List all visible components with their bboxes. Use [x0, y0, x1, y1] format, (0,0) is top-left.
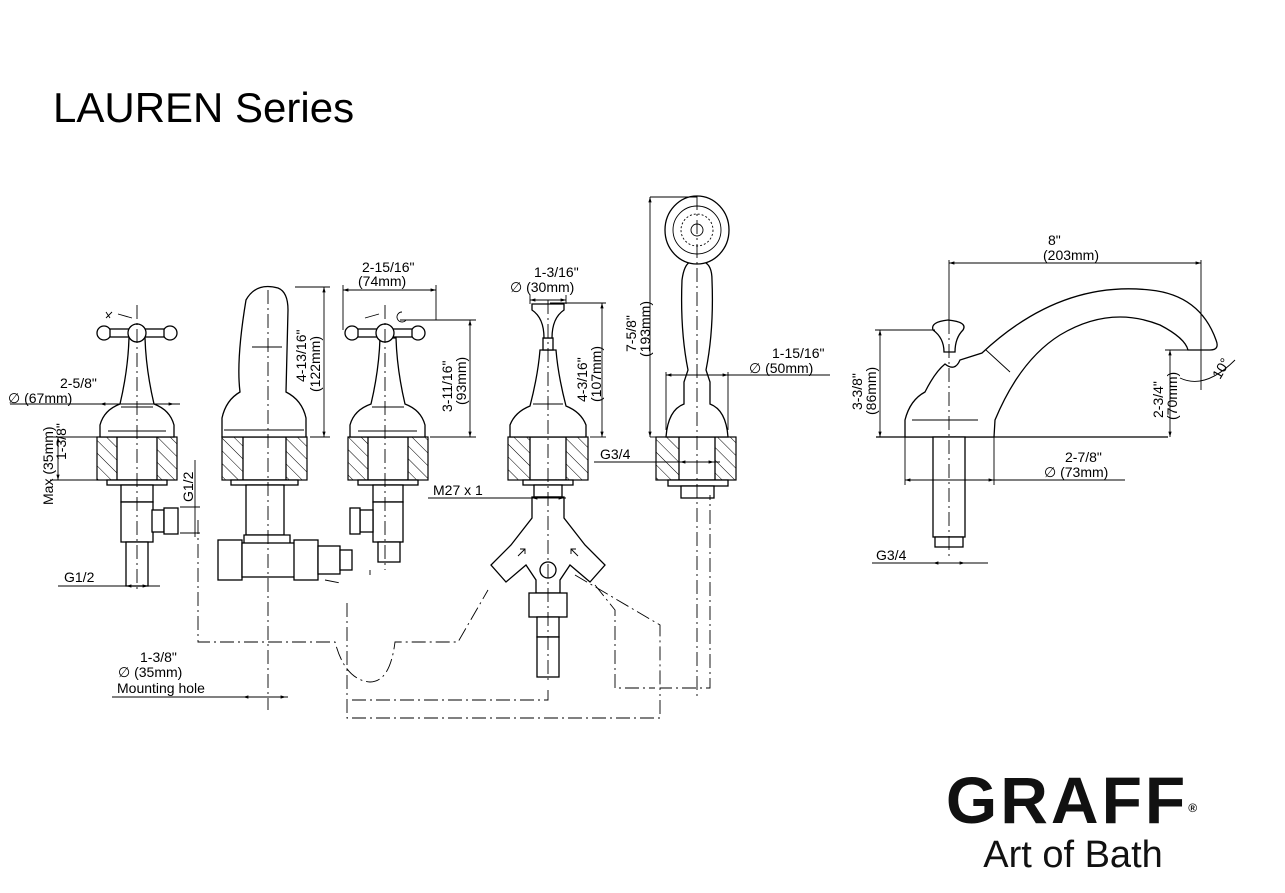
dim-shower-base-mm: ∅ (50mm) [749, 360, 813, 376]
dim-handle-spacing-mm: (74mm) [358, 273, 406, 289]
inlet-arrow-icon [517, 548, 526, 557]
dim-g12-side: G1/2 [180, 471, 196, 502]
dim-spout-height-mm: (122mm) [307, 336, 323, 392]
dim-tub-base-mm: ∅ (73mm) [1044, 464, 1108, 480]
hose-path-lines [197, 495, 711, 719]
dim-tub-reach-in: 8" [1048, 232, 1061, 248]
dim-tub-angle: 10° [1209, 355, 1233, 381]
dim-mount-hole-label: Mounting hole [117, 680, 205, 696]
dim-diverter-thread: M27 x 1 [433, 482, 483, 498]
graff-logo: GRAFF® Art of Bath [918, 765, 1228, 875]
dim-shower-base-in: 1-15/16" [772, 345, 824, 361]
dim-handle-width-mm: ∅ (67mm) [8, 390, 72, 406]
dim-tub-outlet-mm: (70mm) [1164, 372, 1180, 420]
dim-diverter-knob-in: 1-3/16" [534, 264, 579, 280]
hot-indicator-icon [105, 311, 133, 319]
dim-tub-outlet-in: 2-3/4" [1150, 381, 1166, 418]
dim-valve-height-mm: (93mm) [453, 357, 469, 405]
dim-g12-bottom: G1/2 [64, 569, 95, 585]
right-valve [344, 305, 429, 570]
logo-brand: GRAFF [945, 763, 1189, 837]
dim-diverter-knob-mm: ∅ (30mm) [510, 279, 574, 295]
dim-handle-spacing-in: 2-15/16" [362, 259, 414, 275]
dim-mount-hole-mm: ∅ (35mm) [118, 664, 182, 680]
dim-tub-base-in: 2-7/8" [1065, 449, 1102, 465]
dim-deck-max-mm: Max (35mm) [40, 426, 56, 505]
dimension-lines [10, 196, 1236, 699]
registered-mark: ® [1188, 801, 1201, 815]
dim-tub-height-in: 3-3/8" [849, 373, 865, 410]
dim-diverter-height-in: 4-3/16" [574, 357, 590, 402]
dim-mount-hole-in: 1-3/8" [140, 649, 177, 665]
hand-shower [655, 195, 737, 700]
dim-deck-max-in: 1-3/8" [53, 423, 69, 460]
logo-tagline: Art of Bath [983, 834, 1163, 876]
page-title: LAUREN Series [53, 84, 355, 131]
left-valve [96, 305, 179, 590]
inlet-arrow-icon [570, 548, 579, 557]
dimension-labels: 2-5/8" ∅ (67mm) 1-3/8" Max (35mm) G1/2 G… [8, 232, 1233, 696]
dim-shower-height-in: 7-5/8" [623, 315, 639, 352]
dim-handle-width-in: 2-5/8" [60, 375, 97, 391]
bath-spout [217, 285, 353, 710]
dim-shower-thread: G3/4 [600, 446, 631, 462]
cold-indicator-icon [364, 311, 407, 323]
dim-tub-reach-mm: (203mm) [1043, 247, 1099, 263]
dim-diverter-height-mm: (107mm) [588, 346, 604, 402]
dim-valve-height-in: 3-11/16" [439, 361, 455, 412]
diverter [490, 300, 606, 680]
tub-spout-side-view [876, 288, 1218, 560]
dim-shower-height-mm: (193mm) [637, 301, 653, 357]
dim-tub-height-mm: (86mm) [863, 367, 879, 415]
dim-spout-height-in: 4-13/16" [293, 330, 309, 382]
dim-tub-thread: G3/4 [876, 547, 907, 563]
